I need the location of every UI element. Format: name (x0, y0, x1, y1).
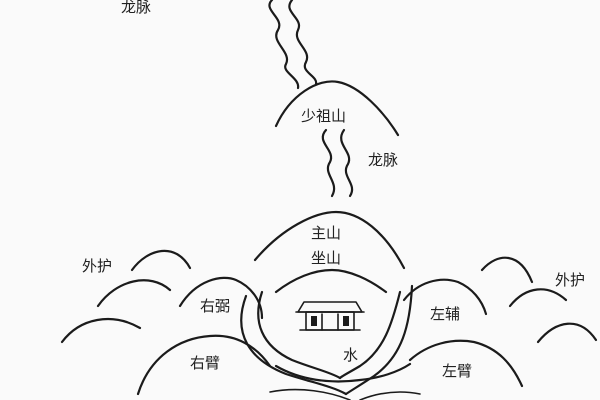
inner-hill-ridge (274, 268, 388, 294)
water-outlet (269, 388, 421, 400)
house-icon (295, 301, 365, 331)
label-right-arm: 右臂 (190, 354, 220, 372)
right-arm-hill (136, 334, 272, 396)
water-left-branch-outer (240, 294, 348, 396)
water-left-branch (257, 290, 342, 380)
left-arm-hill (408, 339, 524, 388)
dragon-vein-top-line-left (268, 0, 300, 90)
outer-guard-right-hill-1 (480, 256, 534, 284)
label-left-assist: 左辅 (430, 305, 460, 323)
label-left-arm: 左臂 (442, 362, 472, 380)
dragon-vein-mid-line-right (340, 128, 354, 198)
label-outer-guard-left: 外护 (82, 257, 112, 275)
outer-guard-right-hill-3 (536, 322, 598, 344)
outer-guard-left-hill-3 (60, 318, 142, 344)
dragon-vein-top-line-right (288, 0, 318, 86)
label-dragon-vein-top: 龙脉 (121, 0, 151, 16)
label-outer-guard-right: 外护 (555, 271, 585, 289)
label-seat-mountain: 坐山 (311, 249, 341, 267)
left-assist-hill (402, 278, 488, 316)
water-right-branch (338, 290, 402, 380)
label-dragon-vein-mid: 龙脉 (368, 151, 398, 169)
label-right-support: 右弼 (200, 297, 230, 315)
outer-guard-left-hill-2 (96, 279, 172, 308)
shaozu-mountain-ridge (274, 80, 400, 137)
main-mountain-ridge (253, 210, 406, 270)
water-inner-loop (274, 362, 412, 383)
label-main-mountain: 主山 (311, 224, 341, 242)
label-water: 水 (343, 346, 358, 364)
label-shaozu-mountain: 少祖山 (301, 107, 346, 125)
outer-guard-right-hill-2 (508, 288, 568, 308)
dragon-vein-mid-line-left (321, 128, 336, 198)
water-right-branch-outer (344, 284, 414, 396)
outer-guard-left-hill-1 (130, 249, 192, 272)
